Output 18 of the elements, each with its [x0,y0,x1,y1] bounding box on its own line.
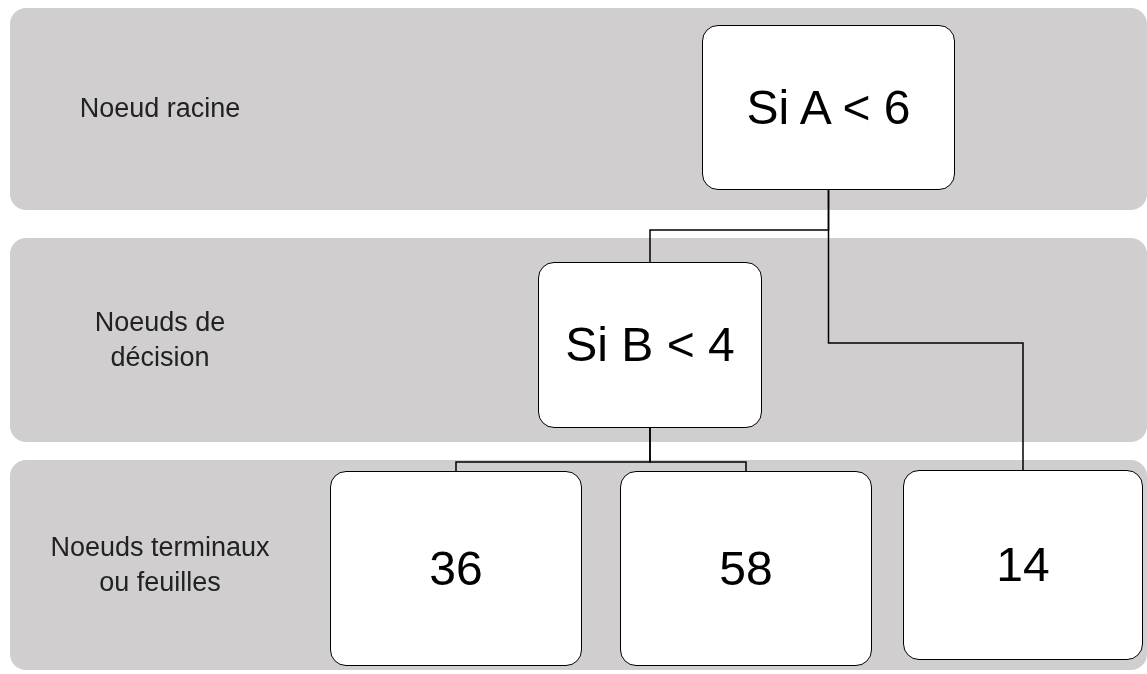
node-text: 14 [996,537,1050,593]
tree-node-box [330,471,582,666]
node-text: 58 [719,540,773,597]
node-text: Si B < 4 [565,317,735,373]
level-label: Noeuds terminaux ou feuilles [50,530,270,599]
level-band [10,8,1147,210]
connector-line [827,189,1024,471]
level-band [10,238,1147,442]
node-text: 36 [429,540,483,597]
connector-line [649,427,747,472]
node-text: Si A < 6 [746,79,911,136]
level-band [10,460,1147,670]
tree-node-box [538,262,762,428]
level-label: Noeud racine [78,92,242,126]
tree-node-box [903,470,1143,660]
tree-node-box [620,471,872,666]
level-label: Noeuds de décision [93,305,227,374]
tree-node-box [702,25,955,190]
